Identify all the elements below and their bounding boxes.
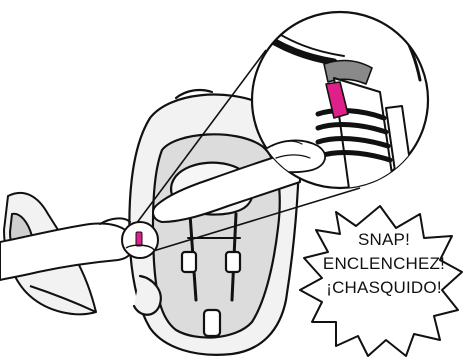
callout-line-snap: SNAP! xyxy=(357,230,411,249)
zoom-leader-lines xyxy=(135,49,361,253)
starburst-callout xyxy=(299,205,463,357)
callout-line-spanish: ¡CHASQUIDO! xyxy=(326,278,442,297)
callout-line-french: ENCLENCHEZ! xyxy=(322,254,446,273)
zoom-detail-circle xyxy=(250,10,430,190)
snap-callout-text: SNAP! ENCLENCHEZ! ¡CHASQUIDO! xyxy=(318,228,450,300)
focus-circle xyxy=(121,221,159,259)
hands xyxy=(0,149,301,281)
